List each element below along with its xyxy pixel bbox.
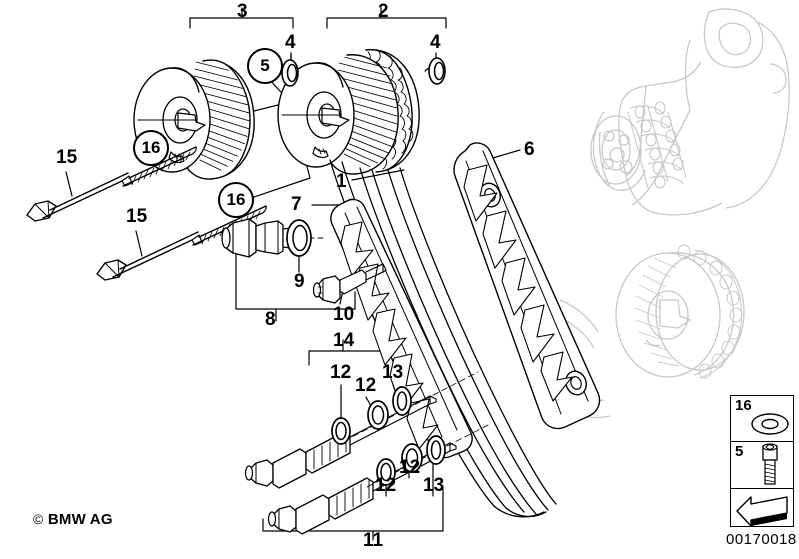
callout-label-4-right: 4 — [430, 32, 441, 53]
callout-label-13-lower: 13 — [423, 475, 445, 496]
part-4-sealing-ring-left — [281, 59, 299, 87]
part-12-o-ring-lower-a — [376, 458, 396, 486]
callout-label-13-upper: 13 — [382, 362, 404, 383]
callout-label-2: 2 — [378, 1, 389, 22]
part-13-o-ring-upper — [392, 386, 412, 416]
callout-label-10: 10 — [333, 304, 355, 325]
part-15-bolt-upper — [26, 146, 197, 222]
copyright-symbol: © — [33, 511, 44, 527]
legend-box: 16 5 — [730, 395, 794, 527]
part-13-o-ring-lower — [426, 435, 446, 465]
part-8-chain-tensioner — [221, 218, 328, 258]
part-9-gasket-ring — [286, 219, 312, 257]
callout-label-7: 7 — [291, 194, 302, 215]
direction-arrow-icon — [736, 496, 788, 527]
legend-number-16: 16 — [735, 397, 752, 414]
main-linework — [26, 7, 601, 541]
part-4-sealing-ring-right — [428, 57, 446, 85]
callout-label-15-upper: 15 — [56, 147, 78, 168]
callout-label-9: 9 — [294, 271, 305, 292]
part-6-tensioning-rail — [453, 142, 601, 430]
part-3-sprocket — [133, 59, 255, 180]
ghost-context-outlines — [547, 8, 790, 419]
part-12-o-ring-upper-a — [331, 417, 351, 445]
copyright-owner: BMW AG — [47, 511, 113, 528]
hex-socket-bolt-icon — [762, 443, 778, 485]
copyright-notice: © BMW AG — [33, 511, 113, 528]
callout-label-14: 14 — [333, 330, 355, 351]
callout-label-1: 1 — [336, 171, 347, 192]
callout-circle-16-upper: 16 — [133, 130, 169, 166]
part-10-oil-nozzle — [312, 263, 387, 304]
callout-label-12-lower-b: 12 — [375, 475, 397, 496]
callout-label-4-left: 4 — [285, 32, 296, 53]
callout-label-12-upper-b: 12 — [355, 375, 377, 396]
legend-row-washer: 16 — [731, 396, 793, 442]
callout-label-11: 11 — [363, 530, 384, 551]
callout-label-8: 8 — [265, 309, 276, 330]
callout-label-12-lower-a: 12 — [399, 457, 421, 478]
washer-icon — [751, 413, 789, 435]
callout-label-12-upper-a: 12 — [330, 362, 352, 383]
callout-label-15-lower: 15 — [126, 206, 148, 227]
part-12-o-ring-upper-b — [367, 400, 389, 430]
part-12-o-ring-lower-b — [401, 443, 423, 473]
callout-label-3: 3 — [237, 1, 248, 22]
part-2-sprocket — [277, 48, 420, 175]
callout-circle-16-lower: 16 — [218, 182, 254, 218]
callout-label-6: 6 — [524, 139, 535, 160]
legend-row-arrow — [731, 489, 793, 528]
legend-row-bolt: 5 — [731, 442, 793, 489]
legend-number-5: 5 — [735, 443, 744, 460]
diagram-reference-number: 00170018 — [726, 531, 797, 548]
callout-circle-5: 5 — [247, 48, 283, 84]
